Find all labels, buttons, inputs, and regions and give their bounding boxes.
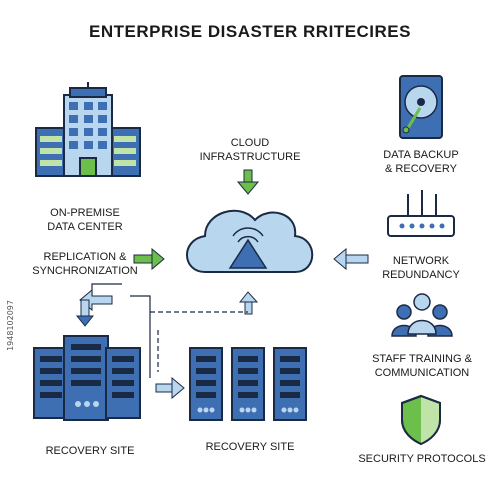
on-premise-label-line1: ON-PREMISE — [50, 207, 120, 219]
replication-label: REPLICATION & SYNCHRONIZATION — [18, 250, 152, 278]
server-rack-icon — [33, 335, 141, 421]
building-icon — [35, 82, 141, 177]
staff-label: STAFF TRAINING & COMMUNICATION — [360, 352, 484, 380]
cloud-label-line2: INFRASTRUCTURE — [199, 151, 301, 163]
network-label-line1: NETWORK — [392, 255, 450, 267]
arrow-left-branch — [75, 283, 122, 327]
data-backup-label-line2: & RECOVERY — [385, 163, 457, 175]
arrow-cloud-down — [236, 169, 260, 195]
hard-drive-icon — [399, 75, 443, 139]
people-icon — [391, 293, 453, 337]
data-backup-label: DATA BACKUP & RECOVERY — [362, 148, 480, 176]
shield-icon — [401, 394, 441, 446]
cloud-label: CLOUD INFRASTRUCTURE — [190, 136, 310, 164]
network-label-line2: REDUNDANCY — [382, 269, 460, 281]
server-rack-icon — [189, 347, 307, 421]
arrow-network-left — [333, 247, 369, 271]
data-backup-label-line1: DATA BACKUP — [383, 149, 459, 161]
cloud-icon — [186, 209, 314, 273]
arrow-up-to-cloud — [238, 291, 259, 315]
recovery-site-left-label: RECOVERY SITE — [45, 445, 135, 457]
staff-label-line2: COMMUNICATION — [374, 367, 470, 379]
page-title: ENTERPRISE DISASTER RRITECIRES — [89, 22, 411, 41]
staff-label-line1: STAFF TRAINING & — [372, 353, 472, 365]
network-label: NETWORK REDUNDANCY — [362, 254, 480, 282]
cloud-label-line1: CLOUD — [230, 137, 270, 149]
replication-label-line2: SYNCHRONIZATION — [32, 265, 138, 277]
recovery-site-center-label: RECOVERY SITE — [205, 441, 295, 453]
arrow-replication-right — [133, 247, 165, 271]
on-premise-label: ON-PREMISE DATA CENTER — [20, 206, 150, 234]
on-premise-label-line2: DATA CENTER — [47, 221, 123, 233]
watermark-id: 1948102097 — [6, 300, 15, 351]
router-icon — [387, 190, 455, 237]
security-label: SECURITY PROTOCOLS — [358, 453, 486, 465]
replication-label-line1: REPLICATION & — [43, 251, 127, 263]
connector-lines — [130, 295, 248, 400]
